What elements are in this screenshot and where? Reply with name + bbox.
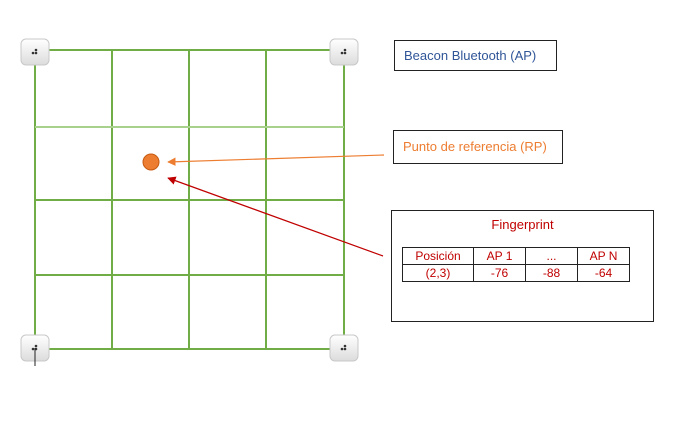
table-cell: -64: [577, 264, 630, 282]
reference-point-dot: [142, 153, 160, 171]
table-header-row: Posición AP 1 ... AP N: [402, 247, 630, 265]
header-cell: ...: [525, 247, 578, 265]
fingerprint-arrow: [167, 176, 384, 257]
rp-legend-box: Punto de referencia (RP): [393, 130, 563, 164]
grid: [34, 49, 345, 350]
fingerprint-table: Posición AP 1 ... AP N (2,3) -76 -88 -64: [402, 247, 630, 282]
header-cell: Posición: [402, 247, 474, 265]
bluetooth-beacon-icon: [329, 38, 359, 66]
fingerprint-title: Fingerprint: [491, 217, 554, 232]
fingerprint-box: Fingerprint Posición AP 1 ... AP N (2,3)…: [391, 210, 654, 322]
bluetooth-beacon-icon: [329, 334, 359, 362]
header-cell: AP N: [577, 247, 630, 265]
table-cell: -76: [473, 264, 526, 282]
header-cell: AP 1: [473, 247, 526, 265]
rp-arrow: [167, 154, 385, 166]
rp-legend-label: Punto de referencia (RP): [403, 139, 547, 154]
table-cell: (2,3): [402, 264, 474, 282]
table-row: (2,3) -76 -88 -64: [402, 264, 630, 282]
bluetooth-beacon-icon: [20, 38, 50, 66]
ap-legend-box: Beacon Bluetooth (AP): [394, 40, 557, 71]
table-cell: -88: [525, 264, 578, 282]
ap-legend-label: Beacon Bluetooth (AP): [404, 48, 537, 63]
